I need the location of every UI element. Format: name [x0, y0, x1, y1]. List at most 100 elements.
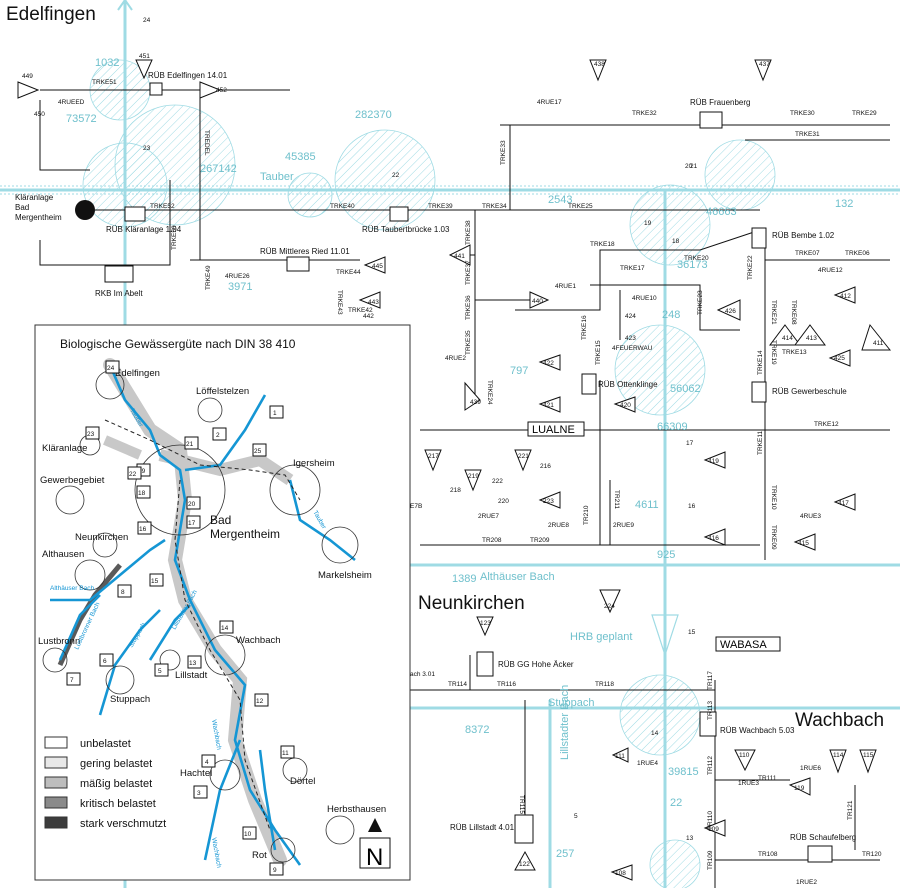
svg-text:4RUE3: 4RUE3: [800, 513, 821, 520]
svg-text:TRKE49: TRKE49: [205, 265, 212, 290]
svg-text:2543: 2543: [548, 194, 572, 206]
svg-text:TR116: TR116: [497, 681, 516, 688]
svg-text:TRKE14: TRKE14: [757, 350, 764, 375]
svg-text:TRKE09: TRKE09: [770, 525, 777, 550]
svg-text:452: 452: [216, 87, 227, 94]
svg-text:2RUE7: 2RUE7: [478, 513, 499, 520]
svg-text:108: 108: [615, 870, 626, 877]
svg-text:TRKE06: TRKE06: [845, 250, 870, 257]
city-neunkirchen: Neunkirchen: [418, 593, 525, 614]
svg-text:23: 23: [87, 431, 95, 438]
svg-text:Dörtel: Dörtel: [290, 776, 315, 787]
svg-text:10: 10: [244, 831, 252, 838]
svg-text:4RUE10: 4RUE10: [632, 295, 657, 302]
svg-text:415: 415: [798, 540, 809, 547]
svg-text:9: 9: [273, 867, 277, 874]
svg-text:TRKE36: TRKE36: [465, 295, 472, 320]
svg-text:4611: 4611: [635, 499, 659, 511]
svg-text:123: 123: [480, 620, 491, 627]
svg-text:TRKE25: TRKE25: [568, 203, 593, 210]
svg-text:12: 12: [256, 698, 264, 705]
svg-text:TRKE44: TRKE44: [336, 269, 361, 276]
svg-text:413: 413: [806, 335, 817, 342]
inset-legend: unbelastet gering belastet mäßig belaste…: [44, 736, 166, 830]
svg-text:16: 16: [688, 503, 696, 510]
svg-text:TRKE52: TRKE52: [150, 203, 175, 210]
svg-text:RÜB GG Hohe Äcker: RÜB GG Hohe Äcker: [498, 660, 574, 669]
svg-text:21: 21: [186, 441, 194, 448]
svg-text:420: 420: [620, 402, 631, 409]
svg-text:TRKE20: TRKE20: [684, 255, 709, 262]
svg-text:18: 18: [138, 490, 146, 497]
svg-text:1RUE3: 1RUE3: [738, 780, 759, 787]
svg-text:16: 16: [139, 526, 147, 533]
svg-text:20: 20: [685, 163, 693, 170]
svg-text:66309: 66309: [657, 421, 688, 433]
svg-text:Igersheim: Igersheim: [293, 458, 335, 469]
svg-text:TRKE50: TRKE50: [171, 225, 178, 250]
svg-text:218: 218: [450, 487, 461, 494]
svg-text:4FEUERWAU: 4FEUERWAU: [612, 345, 653, 352]
svg-text:TRKE24: TRKE24: [486, 380, 493, 405]
svg-text:1389: 1389: [452, 573, 476, 585]
svg-text:Wachbach: Wachbach: [236, 635, 281, 646]
svg-text:110: 110: [739, 752, 750, 759]
svg-text:15: 15: [688, 629, 696, 636]
svg-text:TRKE37: TRKE37: [465, 260, 472, 285]
svg-text:119: 119: [794, 785, 805, 792]
svg-text:2: 2: [216, 432, 220, 439]
svg-text:4RUEED: 4RUEED: [58, 99, 85, 106]
svg-text:15: 15: [151, 578, 159, 585]
klaeranlage-label: Kläranlage: [15, 193, 54, 202]
svg-text:5: 5: [158, 668, 162, 675]
svg-text:Herbsthausen: Herbsthausen: [327, 804, 386, 815]
svg-text:Löffelstelzen: Löffelstelzen: [196, 386, 249, 397]
svg-text:TR115: TR115: [518, 795, 525, 814]
svg-text:RÜB Ottenklinge: RÜB Ottenklinge: [598, 380, 658, 389]
svg-text:219: 219: [468, 473, 479, 480]
svg-text:13: 13: [189, 660, 197, 667]
svg-text:22: 22: [129, 471, 137, 478]
hrb-symbol: [651, 614, 679, 657]
catchment-areas: [82, 59, 776, 888]
svg-text:TR112: TR112: [707, 756, 714, 775]
svg-text:Mergentheim: Mergentheim: [210, 527, 280, 541]
inset-water-quality-map: Biologische Gewässergüte nach DIN 38 410: [34, 324, 411, 881]
svg-text:417: 417: [838, 500, 849, 507]
svg-text:220: 220: [498, 498, 509, 505]
svg-text:TRKE10: TRKE10: [770, 485, 777, 510]
svg-text:4RUE1: 4RUE1: [555, 283, 576, 290]
svg-text:gering belastet: gering belastet: [80, 758, 152, 770]
svg-text:797: 797: [510, 365, 528, 377]
city-wachbach: Wachbach: [795, 710, 884, 731]
svg-text:N: N: [366, 844, 383, 871]
svg-text:442: 442: [363, 313, 374, 320]
svg-text:RÜB Gewerbeschule: RÜB Gewerbeschule: [772, 387, 847, 396]
svg-text:111: 111: [615, 753, 625, 760]
svg-text:Stuppach: Stuppach: [110, 694, 150, 705]
svg-text:132: 132: [835, 198, 853, 210]
svg-text:TRKE32: TRKE32: [632, 110, 657, 117]
svg-text:4RUE26: 4RUE26: [225, 273, 250, 280]
svg-text:TR121: TR121: [847, 800, 854, 820]
svg-text:22: 22: [670, 797, 682, 809]
svg-text:TRKE38: TRKE38: [465, 220, 472, 245]
svg-text:TRKE31: TRKE31: [795, 131, 820, 138]
svg-text:TRKE16: TRKE16: [581, 315, 588, 340]
svg-text:TR114: TR114: [448, 681, 467, 688]
pipe-labels: TRKE51 TRKE52 TREDEL TRKE50 TRKE49 TRKE4…: [92, 79, 882, 870]
svg-text:RÜB Bembe 1.02: RÜB Bembe 1.02: [772, 231, 835, 240]
svg-text:411: 411: [873, 340, 884, 347]
svg-text:36173: 36173: [677, 259, 708, 271]
svg-text:Lillstadt: Lillstadt: [175, 670, 208, 681]
svg-text:E7B: E7B: [410, 503, 422, 510]
svg-text:14: 14: [651, 730, 659, 737]
svg-text:6: 6: [103, 658, 107, 665]
discharge-triangles: [17, 59, 892, 881]
svg-text:14: 14: [221, 625, 229, 632]
svg-text:216: 216: [540, 463, 551, 470]
svg-text:17: 17: [686, 440, 694, 447]
sewer-pipes: [39, 89, 890, 888]
